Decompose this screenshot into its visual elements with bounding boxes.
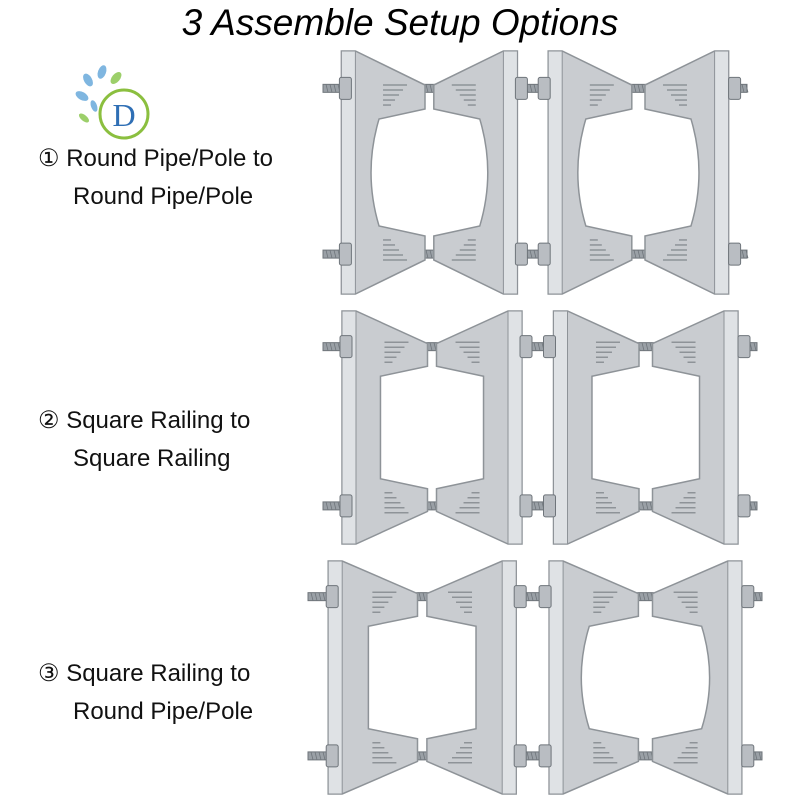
hex-nut	[519, 494, 533, 518]
clamp-pipe-to-pipe-illustration	[322, 50, 749, 295]
hex-nut	[543, 335, 556, 359]
hex-nut	[338, 76, 352, 100]
leaf-icon	[75, 65, 122, 123]
clamp-plate	[651, 560, 743, 795]
hex-nut	[513, 585, 527, 609]
hex-nut	[537, 242, 551, 266]
hex-nut	[519, 335, 533, 359]
hex-nut	[514, 76, 528, 100]
hex-nut	[537, 76, 551, 100]
hex-nut	[741, 585, 755, 609]
clamp-plate	[435, 310, 523, 545]
clamp-plate	[552, 310, 640, 545]
option-1-line-2: Round Pipe/Pole	[73, 183, 254, 210]
page-title: 3 Assemble Setup Options	[181, 2, 619, 43]
hex-nut	[325, 744, 339, 768]
hex-nut	[728, 76, 742, 100]
option-2-line-2: Square Railing	[73, 445, 231, 472]
clamp-square-to-pipe-illustration	[307, 560, 763, 795]
hex-nut	[339, 335, 353, 359]
hex-nut	[741, 744, 755, 768]
clamp-plate	[327, 560, 419, 795]
clamp-plate	[548, 560, 640, 795]
brand-logo-icon: D	[75, 65, 150, 140]
clamp-plate	[433, 50, 519, 295]
option-1-label: ① Round Pipe/Pole to Round Pipe/Pole	[38, 140, 273, 216]
hex-nut	[514, 242, 528, 266]
option-3-label: ③ Square Railing to Round Pipe/Pole	[38, 655, 253, 731]
hex-nut	[338, 242, 352, 266]
option-1-line-1: ① Round Pipe/Pole to	[38, 145, 273, 172]
logo-letter: D	[112, 97, 135, 133]
hex-nut	[513, 744, 527, 768]
clamp-plate	[340, 50, 426, 295]
hex-nut	[538, 585, 552, 609]
hex-nut	[737, 494, 751, 518]
hex-nut	[325, 585, 339, 609]
clamp-plate	[547, 50, 633, 295]
hex-nut	[728, 242, 742, 266]
clamp-plate	[651, 310, 739, 545]
option-2-label: ② Square Railing to Square Railing	[38, 402, 250, 478]
hex-nut	[538, 744, 552, 768]
option-2-line-1: ② Square Railing to	[38, 407, 251, 434]
hex-nut	[737, 335, 751, 359]
option-3-line-2: Round Pipe/Pole	[73, 698, 254, 725]
hex-nut	[543, 494, 556, 518]
clamp-square-to-square-illustration	[322, 310, 758, 545]
clamp-plate	[644, 50, 730, 295]
clamp-plate	[341, 310, 429, 545]
option-3-line-1: ③ Square Railing to	[38, 660, 251, 687]
hex-nut	[339, 494, 353, 518]
clamp-plate	[426, 560, 517, 795]
